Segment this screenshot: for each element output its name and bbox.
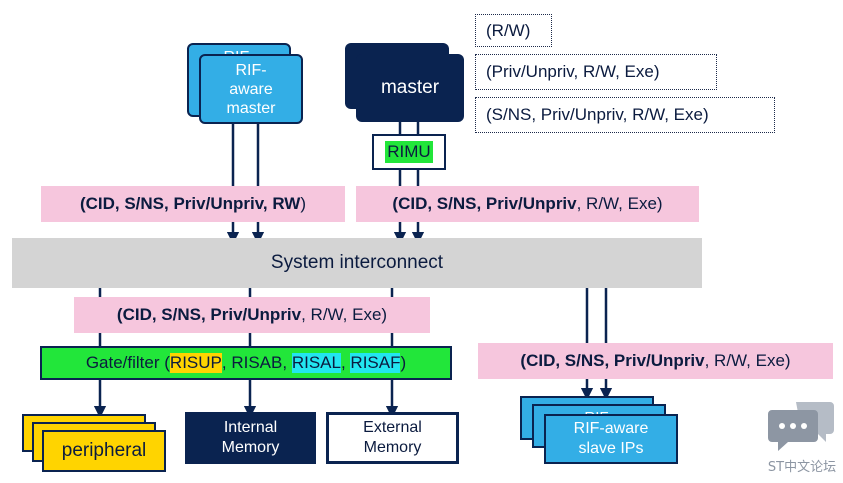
attr-slave-plain: , R/W, Exe): [704, 351, 791, 370]
attr-mid-plain: , R/W, Exe): [301, 305, 388, 324]
rif-aware-master: RIF-aware master: [199, 54, 303, 124]
gate-filter: Gate/filter (RISUP, RISAB, RISAL, RISAF): [40, 346, 452, 380]
system-interconnect-label: System interconnect: [270, 252, 444, 273]
internal-memory-label: Internal Memory: [221, 419, 280, 456]
gate-risup: RISUP: [169, 353, 222, 373]
attr-slave-bold: (CID, S/NS, Priv/Unpriv: [520, 351, 705, 370]
attr-band-gate: (CID, S/NS, Priv/Unpriv, R/W, Exe): [74, 297, 430, 333]
attr-band-rif-master: (CID, S/NS, Priv/Unpriv, RW): [41, 186, 345, 222]
peripheral-label: peripheral: [61, 440, 147, 461]
external-memory-label: External Memory: [363, 419, 422, 456]
gate-risaf: RISAF: [350, 353, 401, 373]
legend-priv-rw-exe: (Priv/Unpriv, R/W, Exe): [475, 54, 717, 90]
rimu-box: RIMU: [372, 134, 446, 170]
gate-risab: RISAB,: [231, 353, 288, 372]
legend-rw: (R/W): [475, 14, 552, 47]
watermark-text: ST中文论坛: [767, 460, 837, 475]
attr-mid-bold: (CID, S/NS, Priv/Unpriv: [116, 305, 302, 324]
master: master: [356, 54, 464, 122]
attr-right-plain: , R/W, Exe): [576, 194, 663, 213]
gate-sep1: ,: [221, 353, 232, 372]
system-interconnect: System interconnect: [12, 238, 702, 288]
rif-aware-master-label: RIF-aware master: [226, 61, 276, 117]
gate-risal: RISAL: [291, 353, 341, 373]
rif-aware-slave-ips: RIF-aware slave IPs: [544, 414, 678, 464]
gate-prefix: Gate/filter (: [85, 353, 170, 372]
attr-band-master: (CID, S/NS, Priv/Unpriv, R/W, Exe): [356, 186, 699, 222]
legend-sns-priv-rw-exe: (S/NS, Priv/Unpriv, R/W, Exe): [475, 97, 775, 133]
attr-left-bold: (CID, S/NS, Priv/Unpriv, RW: [79, 194, 301, 213]
internal-memory: Internal Memory: [185, 412, 316, 464]
gate-sep3: ,: [340, 353, 351, 372]
attr-band-slave: (CID, S/NS, Priv/Unpriv, R/W, Exe): [478, 343, 833, 379]
master-label: master: [380, 77, 440, 98]
peripheral: peripheral: [42, 430, 166, 472]
gate-suffix: ): [400, 353, 407, 372]
chat-bubble-icon: [768, 402, 834, 451]
attr-right-bold: (CID, S/NS, Priv/Unpriv: [392, 194, 577, 213]
external-memory: External Memory: [326, 412, 459, 464]
attr-left-plain: ): [300, 194, 307, 213]
rimu-label: RIMU: [385, 141, 433, 163]
rif-aware-slave-ips-label: RIF-aware slave IPs: [573, 420, 649, 457]
